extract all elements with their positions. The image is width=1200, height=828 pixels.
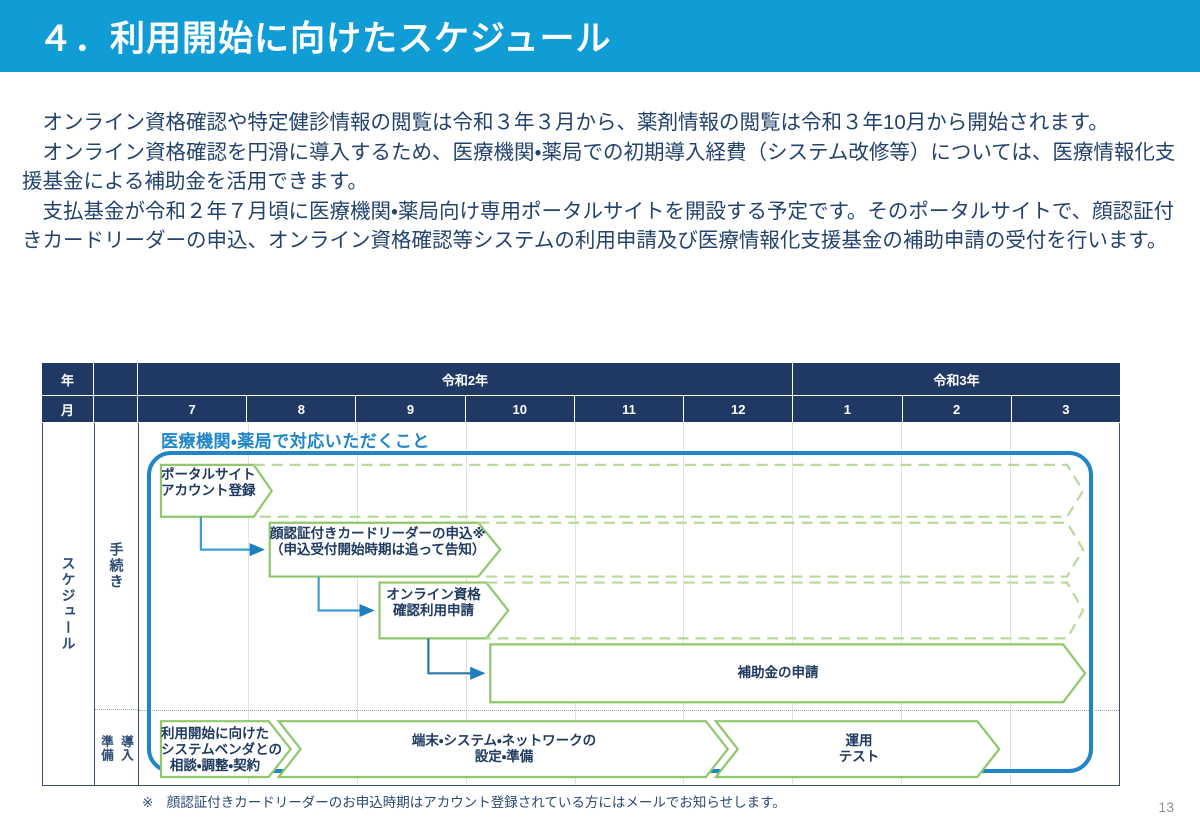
gridline-month-5 [683,423,685,785]
header-month-3: 3 [1011,396,1120,423]
section-divider-line [139,710,1119,711]
section-label-dounyu-junbi: 導入 準備 [95,710,138,786]
connector-online-to-subsidy [427,638,486,680]
header-year-spacer [94,363,138,396]
arrow-shape-vendor-consultation [159,720,293,779]
section-label-tetsuzuki-text: 手続き [108,542,125,590]
arrow-shape-terminal-network-setup [276,720,730,779]
arrow-shape-online-qualification-application [378,581,510,640]
schedule-row-label: スケジュール [43,423,95,785]
arrow-shape-subsidy-application [489,643,1087,704]
arrow-shape-card-reader-application-extension [478,521,1085,578]
header-year-label: 年 [42,363,94,396]
slide-title-bar: ４．利用開始に向けたスケジュール [0,0,1200,72]
section-label-tetsuzuki: 手続き [95,423,138,710]
table-header-month-row: 月 7 8 9 10 11 12 1 2 3 [42,396,1120,423]
schedule-row-label-text: スケジュール [60,556,77,652]
gridline-month-7 [901,423,903,785]
gridline-month-2 [356,423,358,785]
section-label-dounyu-text: 導入 [119,734,133,762]
gridline-month-1 [247,423,249,785]
header-month-1: 1 [793,396,903,423]
header-month-12: 12 [684,396,794,423]
schedule-plot-area: 医療機関・薬局で対応いただくこと [139,423,1119,785]
schedule-grid-body: スケジュール 手続き 導入 準備 医療機関・薬局で対 [42,423,1120,786]
header-year-reiwa2: 令和2年 [138,363,793,396]
header-year-reiwa3: 令和3年 [793,363,1120,396]
connector-portal-to-cardreader [199,516,265,557]
header-month-8: 8 [247,396,357,423]
arrow-shape-online-qualification-application-extension [486,581,1085,640]
section-label-junbi-text: 準備 [99,734,113,762]
body-paragraph-3: 支払基金が令和２年７月頃に医療機関・薬局向け専用ポータルサイトを開設する予定です… [22,200,1175,253]
page-number: 13 [1158,799,1174,815]
header-month-label: 月 [42,396,94,423]
gridline-month-6 [792,423,794,785]
body-paragraph-2: オンライン資格確認を円滑に導入するため、医療機関・薬局での初期導入経費（システム… [22,141,1176,194]
body-text-block: オンライン資格確認や特定健診情報の閲覧は令和３年３月から、薬剤情報の閲覧は令和３… [22,108,1184,257]
arrow-shape-operation-test [713,720,1001,779]
chart-inner-heading: 医療機関・薬局で対応いただくこと [161,432,430,451]
arrow-shape-portal-account-extension [253,463,1085,518]
header-month-2: 2 [902,396,1012,423]
gridline-month-8 [1010,423,1012,785]
header-month-7: 7 [138,396,248,423]
arrow-shapes-layer [159,463,1087,779]
table-header-year-row: 年 令和2年 令和3年 [42,363,1120,396]
header-month-10: 10 [465,396,575,423]
title-underline [0,72,1200,76]
connector-cardreader-to-online [317,576,375,618]
header-month-11: 11 [574,396,685,423]
page-title: ４．利用開始に向けたスケジュール [38,19,612,59]
footnote-text: ※ 顔認証付きカードリーダーのお申込時期はアカウント登録されている方にはメールで… [142,795,786,810]
arrow-shape-card-reader-application [268,521,502,578]
header-month-spacer [94,396,138,423]
body-paragraph-1: オンライン資格確認や特定健診情報の閲覧は令和３年３月から、薬剤情報の閲覧は令和３… [42,111,1109,134]
header-month-9: 9 [356,396,466,423]
gridline-month-4 [574,423,576,785]
section-label-column: 手続き 導入 準備 [95,423,139,785]
arrow-shape-portal-account [159,463,274,518]
schedule-table: 年 令和2年 令和3年 月 7 8 9 10 11 12 1 2 3 スケジュー… [42,363,1120,786]
